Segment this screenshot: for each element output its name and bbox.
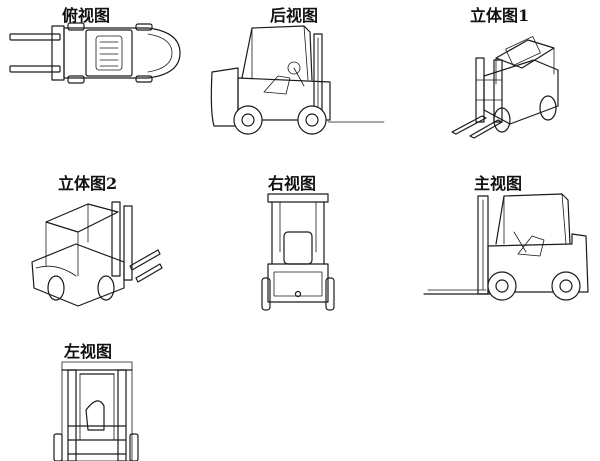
view-label-top: 俯视图 [62, 6, 111, 25]
forklift-right-view-drawing [261, 193, 335, 311]
view-label-right: 右视图 [268, 174, 317, 193]
forklift-iso1-drawing [451, 36, 559, 139]
forklift-rear-view-drawing [210, 25, 385, 135]
forklift-iso2-drawing [31, 201, 163, 307]
forklift-front-view-drawing [423, 193, 589, 301]
view-label-iso1: 立体图1 [470, 6, 530, 25]
view-label-iso2: 立体图2 [58, 174, 118, 193]
view-label-left: 左视图 [64, 342, 113, 361]
forklift-top-view-drawing [9, 22, 181, 84]
view-label-rear: 后视图 [270, 6, 319, 25]
forklift-left-view-drawing [53, 361, 139, 461]
view-label-front: 主视图 [474, 174, 523, 193]
